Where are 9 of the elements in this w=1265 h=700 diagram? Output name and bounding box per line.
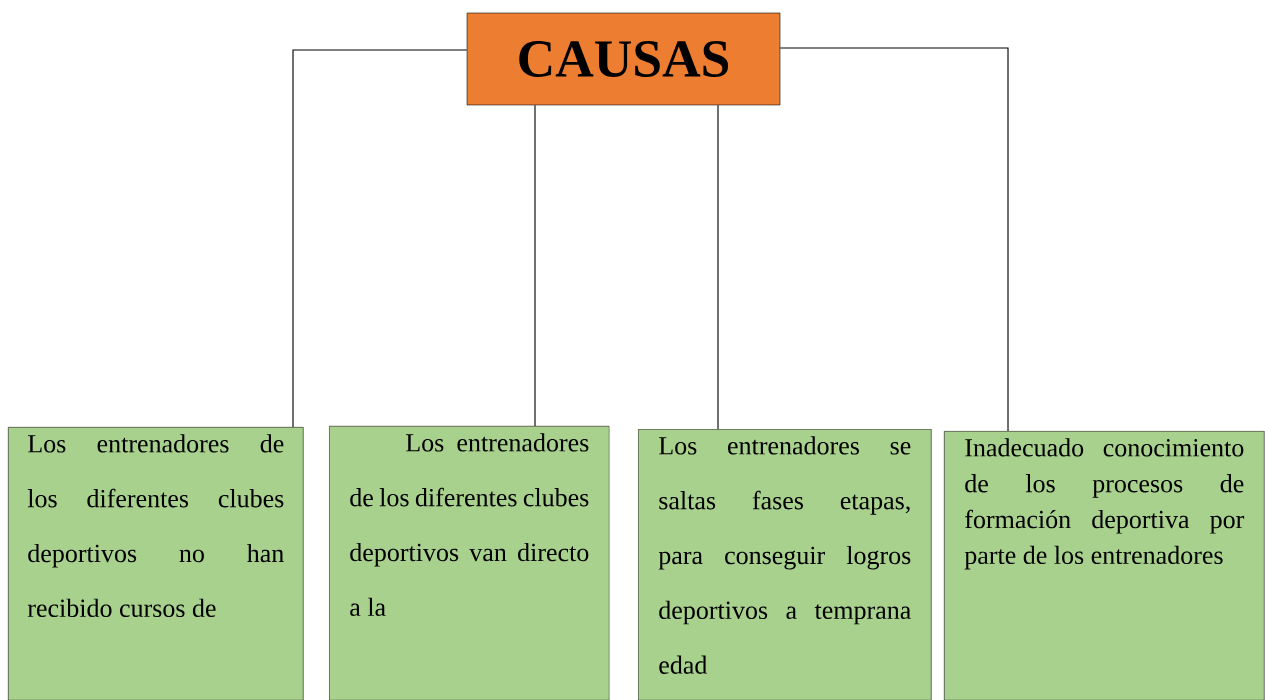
connector-line [779,47,1009,432]
cause-box: Los entrenadores de los diferentes clubes deportivos no han recibido cursos de [8,427,304,700]
connector-line [717,104,719,430]
connector-line [534,104,536,427]
heading-box: CAUSAS [466,12,781,106]
cause-box: Los entrenadores de los diferentes clubes deportivos van directo a la [329,426,610,700]
cause-box: Los entrenadores se saltas fases etapas, para conseguir logros deportivos a temprana edad [638,429,932,700]
connector-line [292,49,468,428]
cause-box: Inadecuado conocimiento de los procesos de formación deportiva por parte de los entrenadores [944,431,1265,700]
